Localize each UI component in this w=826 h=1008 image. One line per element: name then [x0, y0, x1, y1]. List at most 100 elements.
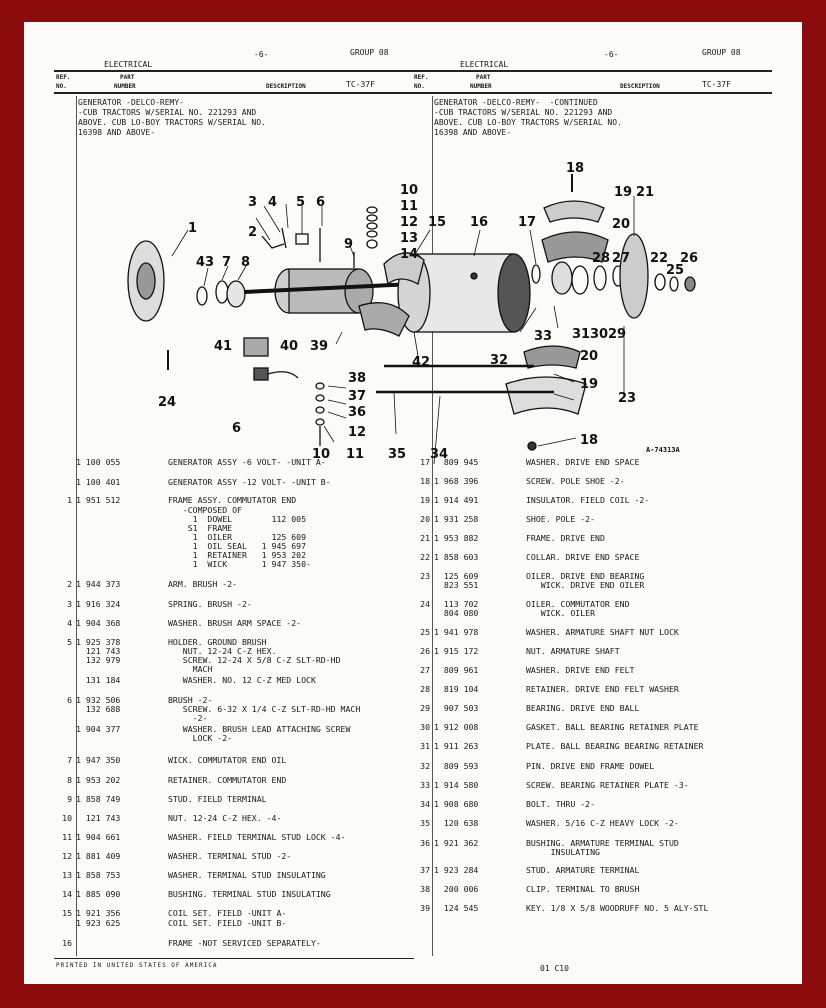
ref-number: 4	[67, 618, 72, 628]
part-description: 1 RETAINER 1 953 202	[168, 550, 307, 560]
part-description: NUT. ARMATURE SHAFT	[526, 646, 620, 656]
washer-17	[531, 264, 541, 284]
callout-39: 39	[310, 339, 328, 354]
callout-37: 37	[348, 389, 366, 404]
header-rule-left	[54, 70, 414, 72]
ref-number: 12	[62, 851, 72, 861]
insulator-19-lower	[505, 376, 587, 415]
ref-number: 23	[420, 571, 430, 581]
callout-4: 4	[268, 195, 277, 210]
part-number: 1 925 378	[76, 637, 121, 647]
retainer-28	[593, 265, 607, 291]
ref-number: 6	[67, 695, 72, 705]
title-line: 16398 AND ABOVE-	[434, 128, 512, 137]
part-description: WASHER. BRUSH ARM SPACE -2-	[168, 618, 302, 628]
part-description: HOLDER. GROUND BRUSH	[168, 637, 267, 647]
parts-list-row: LOCK -2-	[54, 733, 414, 743]
part-description: GENERATOR ASSY -6 VOLT- -UNIT A-	[168, 457, 326, 467]
part-number: 121 743	[76, 646, 121, 656]
part-description: WASHER. ARMATURE SHAFT NUT LOCK	[526, 627, 679, 637]
part-description: 1 WICK 1 947 350-	[168, 559, 311, 569]
part-number: 1 858 753	[76, 870, 121, 880]
brush-holder-41	[243, 337, 269, 357]
callout-11: 11	[400, 199, 418, 214]
part-number: 1 951 512	[76, 495, 121, 505]
part-description: RETAINER. DRIVE END FELT WASHER	[526, 684, 679, 694]
part-description: BRUSH -2-	[168, 695, 213, 705]
callout-35: 35	[388, 447, 406, 462]
part-description: PIN. DRIVE END FRAME DOWEL	[526, 761, 655, 771]
callout-5: 5	[296, 195, 305, 210]
part-description: MACH	[168, 664, 213, 674]
part-number: 125 609	[434, 571, 479, 581]
ref-number: 11	[62, 832, 72, 842]
ref-number: 16	[62, 938, 72, 948]
part-number: 1 968 396	[434, 476, 479, 486]
brush-6	[253, 367, 269, 381]
part-description: RETAINER. COMMUTATOR END	[168, 775, 287, 785]
printed-in-usa: PRINTED IN UNITED STATES OF AMERICA	[56, 962, 218, 969]
part-number: 120 638	[434, 818, 479, 828]
header-rule-right	[412, 70, 772, 72]
part-description: STUD. FIELD TERMINAL	[168, 794, 267, 804]
parts-list-row: 6 1 932 506 BRUSH -2-	[54, 695, 414, 705]
ref-number: 5	[67, 637, 72, 647]
part-number: 1 915 172	[434, 646, 479, 656]
part-description: GASKET. BALL BEARING RETAINER PLATE	[526, 722, 699, 732]
parts-list-row: 121 743 NUT. 12-24 C-Z HEX.	[54, 646, 414, 656]
part-description: NUT. 12-24 C-Z HEX.	[168, 646, 277, 656]
callout-22: 22	[650, 251, 668, 266]
no-heading-right: NO.	[414, 83, 425, 90]
number-heading-right: NUMBER	[470, 83, 492, 90]
field-frame-right-end	[497, 253, 531, 333]
catalog-page: ELECTRICAL -6- GROUP 08 REF. NO. PART NU…	[24, 22, 802, 984]
callout-labels: 1 2 3 4 5 6 7 8 9 10 11 12 13 14 15 16 1…	[158, 161, 698, 462]
parts-list-row: 1 OIL SEAL 1 945 697	[54, 541, 414, 551]
washer-43	[196, 286, 208, 306]
footer-code: 01 C10	[540, 964, 569, 973]
part-number: 1 904 661	[76, 832, 121, 842]
clip-38	[315, 382, 325, 390]
part-description: COIL SET. FIELD -UNIT B-	[168, 918, 287, 928]
group-label-left: GROUP 08	[350, 48, 389, 57]
field-coil-lower	[358, 302, 410, 337]
part-description: WICK. DRIVE END OILER	[526, 580, 645, 590]
part-number: 1 912 008	[434, 722, 479, 732]
part-number: 131 184	[76, 675, 121, 685]
ref-number: 27	[420, 665, 430, 675]
callout-40: 40	[280, 339, 298, 354]
armature-shaft	[243, 282, 415, 294]
part-number: 907 503	[434, 703, 479, 713]
callout-36: 36	[348, 405, 366, 420]
callout-41: 41	[214, 339, 232, 354]
part-number: 124 545	[434, 903, 479, 913]
callout-18: 18	[566, 161, 584, 176]
callout-6: 6	[316, 195, 325, 210]
part-number: 1 881 409	[76, 851, 121, 861]
title-line: ABOVE. CUB LO-BOY TRACTORS W/SERIAL NO.	[434, 118, 622, 127]
part-description: CLIP. TERMINAL TO BRUSH	[526, 884, 640, 894]
spring-3	[281, 227, 287, 249]
part-description: SCREW. BEARING RETAINER PLATE -3-	[526, 780, 689, 790]
armature-end	[344, 268, 374, 314]
description-heading-right: DESCRIPTION	[620, 83, 660, 90]
callout-25: 25	[666, 263, 684, 278]
no-heading-left: NO.	[56, 83, 67, 90]
part-number: 1 932 506	[76, 695, 121, 705]
drive-end-frame	[619, 233, 649, 319]
ref-number: 37	[420, 865, 430, 875]
pole-shoe-20-lower	[523, 345, 581, 369]
ref-number: 18	[420, 476, 430, 486]
part-number: 823 551	[434, 580, 479, 590]
